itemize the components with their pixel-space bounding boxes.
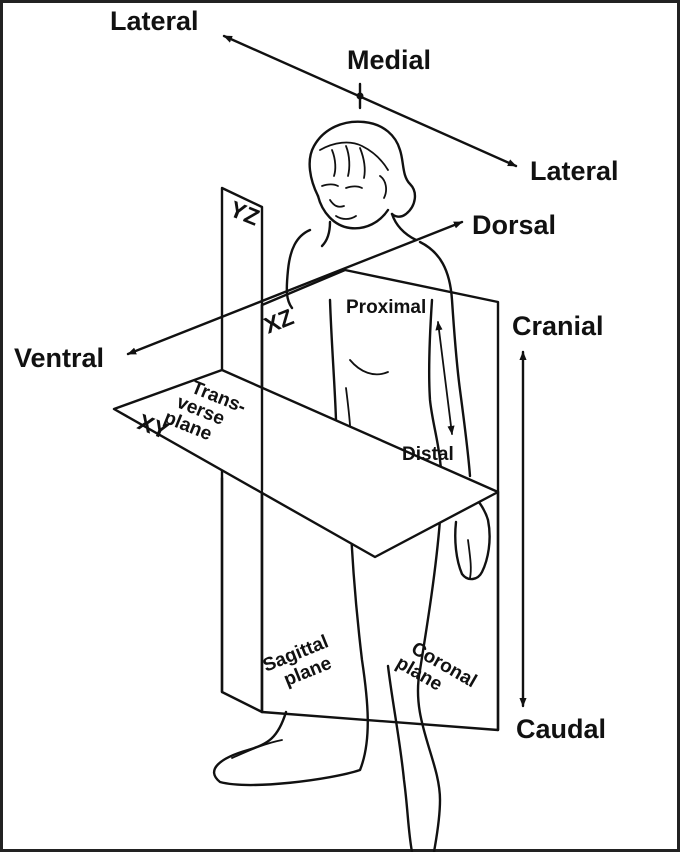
label-proximal: Proximal — [346, 297, 426, 318]
label-ventral: Ventral — [14, 343, 104, 373]
label-distal: Distal — [402, 444, 454, 465]
label-dorsal: Dorsal — [472, 210, 556, 240]
label-cranial: Cranial — [512, 311, 604, 341]
label-lateral-right: Lateral — [530, 156, 619, 186]
ventral-dorsal-axis — [126, 220, 464, 356]
lateral-medial-axis — [222, 34, 518, 168]
label-lateral-top: Lateral — [110, 6, 199, 36]
proximal-distal-axis — [435, 321, 455, 435]
label-medial: Medial — [347, 45, 431, 75]
label-caudal: Caudal — [516, 714, 606, 744]
